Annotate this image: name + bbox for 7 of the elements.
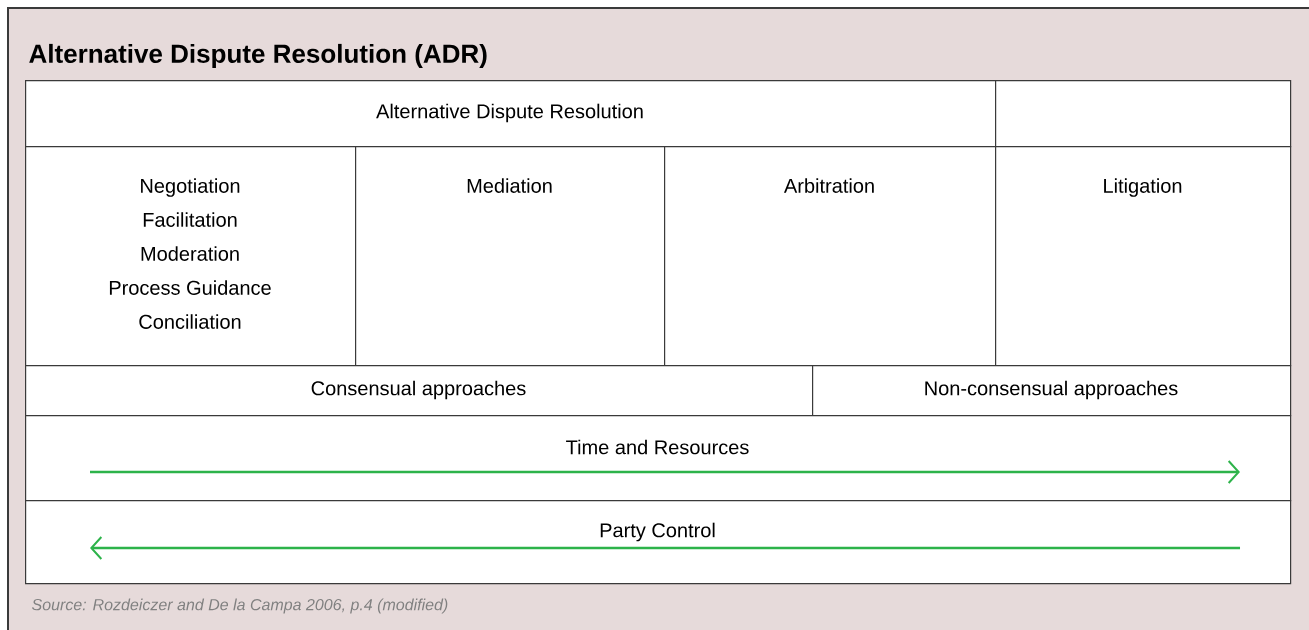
source-note: Source: Rozdeiczer and De la Campa 2006, p.4 (modified) xyxy=(32,598,448,614)
table-cell: Negotiation Facilitation Moderation Process Guidance Conciliation xyxy=(25,146,357,367)
table-cell: Party Control xyxy=(25,500,1292,585)
title: Alternative Dispute Resolution (ADR) xyxy=(29,43,487,69)
table-cell: Consensual approaches xyxy=(25,365,814,417)
table-cell: Non-consensual approaches xyxy=(812,365,1292,417)
table-cell: Mediation xyxy=(355,146,666,367)
